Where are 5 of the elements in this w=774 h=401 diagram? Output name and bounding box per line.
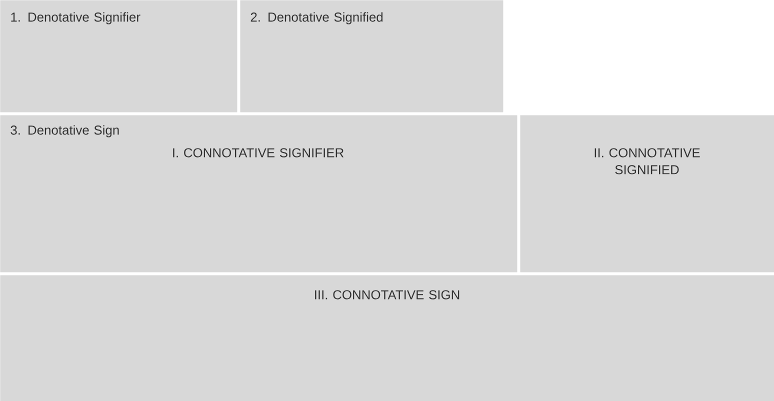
panel: 1. Denotative Signifier [0,0,238,112]
panel: II. CONNOTATIVE SIGNIFIED [520,115,774,272]
panel: III. CONNOTATIVE SIGN [0,275,774,401]
panel: 2. Denotative Signified [240,0,504,112]
panel: 3. Denotative Sign I. CONNOTATIVE SIGNIFIER [0,115,518,272]
